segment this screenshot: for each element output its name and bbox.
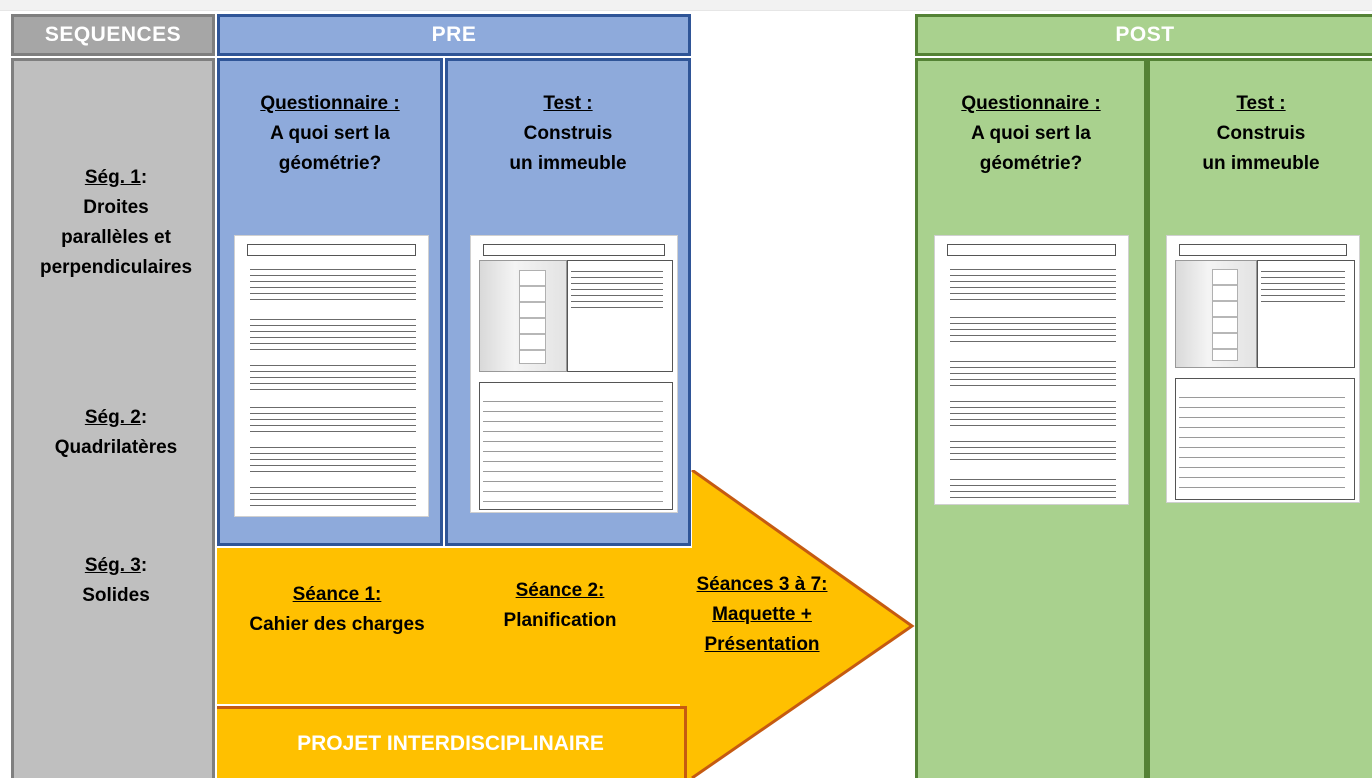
seance-2: Séance 2: Planification — [460, 576, 660, 636]
seance-1-line-1: Cahier des charges — [249, 614, 425, 635]
post-test-text: Test : Construis un immeuble — [1150, 89, 1372, 179]
pre-questionnaire-title: Questionnaire : — [260, 93, 400, 114]
sequence-3: Ség. 3: Solides — [14, 551, 218, 611]
pre-test-line-1: Construis — [523, 123, 613, 144]
pre-questionnaire-line-2: géométrie? — [278, 153, 382, 174]
seance-2-line-1: Planification — [503, 610, 617, 631]
sequence-2-title: Ség. 2 — [84, 407, 141, 428]
pre-questionnaire-document — [234, 235, 429, 517]
post-test-document — [1166, 235, 1360, 503]
sequence-3-line-1: Solides — [82, 585, 150, 606]
post-questionnaire-line-2: géométrie? — [979, 153, 1083, 174]
pre-questionnaire-line-1: A quoi sert la — [270, 123, 390, 144]
seance-3-7-line-2: Présentation — [704, 634, 820, 655]
pre-questionnaire-column: Questionnaire : A quoi sert la géométrie… — [217, 58, 443, 546]
post-test-line-1: Construis — [1216, 123, 1306, 144]
seance-3-7-line-1: Maquette + — [712, 604, 812, 625]
sequence-1-line-2: parallèles et — [61, 227, 171, 248]
seance-1-title: Séance 1: — [292, 584, 382, 605]
post-questionnaire-column: Questionnaire : A quoi sert la géométrie… — [915, 58, 1147, 778]
building-photo — [1175, 260, 1257, 368]
sequence-2-colon: : — [140, 407, 148, 428]
arrow-shape — [680, 470, 915, 778]
header-pre: PRE — [217, 14, 691, 56]
pre-test-title: Test : — [543, 93, 593, 114]
post-test-column: Test : Construis un immeuble — [1147, 58, 1372, 778]
sequence-1-title: Ség. 1 — [84, 167, 141, 188]
top-strip — [0, 0, 1372, 11]
sequence-2-line-1: Quadrilatères — [54, 437, 178, 458]
post-test-line-2: un immeuble — [1202, 153, 1320, 174]
sequence-1-colon: : — [140, 167, 148, 188]
seance-3-7-title: Séances 3 à 7: — [696, 574, 828, 595]
sequence-1-line-3: perpendiculaires — [39, 257, 193, 278]
seance-3-7: Séances 3 à 7: Maquette + Présentation — [672, 570, 852, 660]
seances-panel — [217, 548, 691, 704]
sequence-1-line-1: Droites — [83, 197, 149, 218]
pre-questionnaire-text: Questionnaire : A quoi sert la géométrie… — [220, 89, 440, 179]
header-post: POST — [915, 14, 1372, 56]
post-questionnaire-title: Questionnaire : — [961, 93, 1101, 114]
sequence-3-title: Ség. 3 — [84, 555, 141, 576]
post-questionnaire-document — [934, 235, 1129, 505]
projet-interdisciplinaire-box: PROJET INTERDISCIPLINAIRE — [217, 706, 687, 778]
post-test-title: Test : — [1236, 93, 1286, 114]
pre-test-column: Test : Construis un immeuble — [445, 58, 691, 546]
sequences-column: Ség. 1: Droites parallèles et perpendicu… — [11, 58, 215, 778]
seance-1: Séance 1: Cahier des charges — [217, 580, 457, 640]
seance-2-title: Séance 2: — [515, 580, 605, 601]
post-questionnaire-text: Questionnaire : A quoi sert la géométrie… — [918, 89, 1144, 179]
sequence-2: Ség. 2: Quadrilatères — [14, 403, 218, 463]
sequence-1: Ség. 1: Droites parallèles et perpendicu… — [14, 163, 218, 283]
pre-test-text: Test : Construis un immeuble — [448, 89, 688, 179]
pre-test-document — [470, 235, 678, 513]
sequence-3-colon: : — [140, 555, 148, 576]
building-photo — [479, 260, 567, 372]
pre-test-line-2: un immeuble — [509, 153, 627, 174]
header-sequences: SEQUENCES — [11, 14, 215, 56]
post-questionnaire-line-1: A quoi sert la — [971, 123, 1091, 144]
